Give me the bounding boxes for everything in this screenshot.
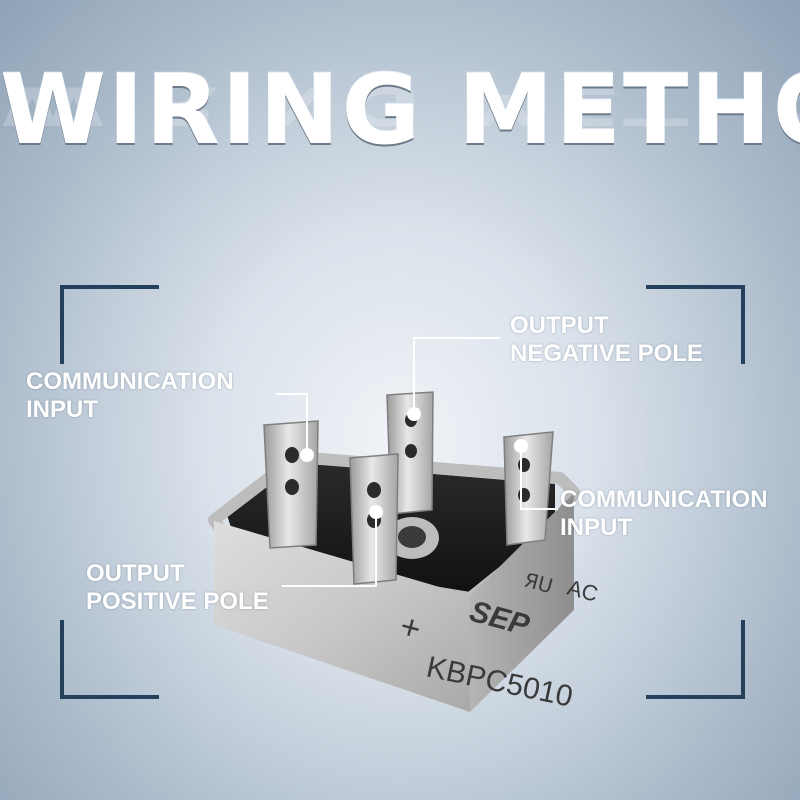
- callout-dot-comm-right: [514, 439, 528, 453]
- callout-line-comm-right: [520, 446, 558, 510]
- callout-dot-positive: [369, 505, 383, 519]
- callout-dot-comm-left: [300, 448, 314, 462]
- label-output-negative-pole: OUTPUT NEGATIVE POLE: [510, 312, 703, 368]
- label-line: INPUT: [26, 396, 98, 423]
- mounting-hole: [398, 526, 426, 548]
- rectifier-front-face: [214, 521, 470, 712]
- rectifier-side-face: [470, 493, 574, 712]
- frame-corner-bottom-left: [60, 620, 159, 699]
- label-communication-input-right: COMMUNICATION INPUT: [560, 486, 768, 542]
- terminal-tab-left: [263, 420, 319, 549]
- frame-corner-bottom-right: [646, 620, 745, 699]
- callout-line-comm-left: [276, 393, 308, 455]
- page-title: WIRING METHOD: [0, 54, 800, 166]
- label-communication-input-left: COMMUNICATION INPUT: [26, 368, 234, 424]
- frame-corner-top-right: [646, 285, 745, 364]
- callout-dot-negative: [407, 407, 421, 421]
- frame-corner-top-left: [60, 285, 159, 364]
- label-line: COMMUNICATION: [26, 368, 234, 395]
- callout-line-positive: [282, 512, 377, 587]
- label-line: INPUT: [560, 514, 632, 541]
- callout-line-negative: [413, 337, 500, 414]
- terminal-tab-front: [349, 453, 399, 585]
- label-line: POSITIVE POLE: [86, 588, 269, 615]
- label-line: COMMUNICATION: [560, 486, 768, 513]
- terminal-tab-right: [503, 431, 554, 546]
- label-line: OUTPUT: [86, 560, 185, 587]
- label-output-positive-pole: OUTPUT POSITIVE POLE: [86, 560, 269, 616]
- label-line: NEGATIVE POLE: [510, 340, 703, 367]
- label-line: OUTPUT: [510, 312, 609, 339]
